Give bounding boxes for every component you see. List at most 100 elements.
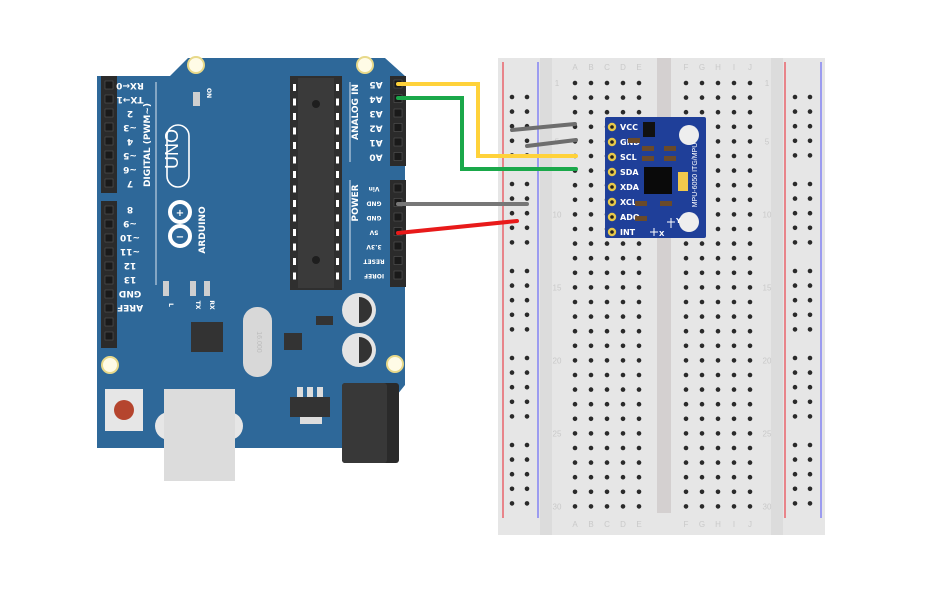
crystal bbox=[243, 307, 272, 377]
column-label-top: I bbox=[733, 63, 735, 72]
transistor bbox=[316, 316, 333, 325]
rail-hole bbox=[509, 486, 515, 492]
header-socket bbox=[393, 152, 403, 161]
breadboard-hole bbox=[604, 489, 610, 495]
breadboard-hole bbox=[604, 270, 610, 276]
chip-pin bbox=[336, 214, 339, 222]
breadboard-hole bbox=[747, 168, 753, 173]
regulator-pin bbox=[317, 387, 323, 397]
breadboard-hole bbox=[683, 299, 689, 305]
rail-hole bbox=[807, 457, 813, 462]
chip-pin bbox=[293, 142, 296, 149]
chip-pin bbox=[336, 185, 339, 193]
breadboard-hole bbox=[731, 168, 737, 173]
column-label-bottom: I bbox=[733, 520, 735, 529]
column-label-top: B bbox=[588, 63, 593, 72]
small-ic bbox=[284, 333, 302, 350]
breadboard-hole bbox=[620, 328, 626, 334]
mpu-mount-hole bbox=[679, 125, 699, 145]
breadboard-hole bbox=[588, 474, 594, 480]
rail-hole bbox=[792, 501, 798, 506]
header-socket bbox=[104, 80, 114, 90]
breadboard-hole bbox=[731, 226, 737, 232]
breadboard-hole bbox=[572, 226, 578, 232]
breadboard-hole bbox=[715, 460, 721, 465]
mpu-axis-x-label: X bbox=[659, 230, 665, 238]
chip-pin bbox=[336, 98, 339, 106]
breadboard-hole bbox=[699, 372, 705, 378]
chip-pin bbox=[293, 214, 296, 222]
breadboard-hole bbox=[731, 285, 737, 290]
status-led bbox=[190, 281, 196, 296]
breadboard-hole bbox=[699, 80, 705, 86]
breadboard-hole bbox=[747, 80, 753, 86]
breadboard-hole bbox=[747, 255, 753, 261]
breadboard-hole bbox=[715, 197, 721, 203]
breadboard-hole bbox=[572, 460, 578, 465]
breadboard-hole bbox=[731, 358, 737, 363]
breadboard-hole bbox=[699, 474, 705, 480]
breadboard-hole bbox=[588, 182, 594, 188]
breadboard-hole bbox=[715, 328, 721, 334]
breadboard-hole bbox=[604, 372, 610, 378]
analog-pin-label-A1: A1 bbox=[369, 137, 382, 147]
rail-hole bbox=[807, 153, 813, 158]
row-number-left: 10 bbox=[553, 210, 562, 219]
breadboard-hole bbox=[699, 314, 705, 319]
breadboard-hole bbox=[588, 80, 594, 86]
mpu-axis-icon bbox=[650, 228, 658, 236]
breadboard-hole bbox=[699, 255, 705, 261]
arduino-logo-loop-top bbox=[168, 200, 192, 224]
breadboard-hole bbox=[715, 95, 721, 100]
gnd-jumper bbox=[525, 138, 578, 148]
column-label-top: J bbox=[748, 63, 752, 72]
rail-hole bbox=[509, 370, 515, 375]
column-label-top: E bbox=[636, 63, 641, 72]
breadboard-hole bbox=[715, 431, 721, 436]
breadboard-hole bbox=[747, 270, 753, 276]
breadboard-hole bbox=[620, 270, 626, 276]
header-socket bbox=[104, 219, 114, 229]
header-socket bbox=[393, 137, 403, 147]
breadboard-hole bbox=[572, 80, 578, 86]
rail-hole bbox=[792, 138, 798, 144]
chip-pin bbox=[293, 84, 296, 91]
arduino-logo-text: ARDUINO bbox=[198, 206, 208, 254]
breadboard-hole bbox=[620, 474, 626, 480]
breadboard-hole bbox=[588, 212, 594, 217]
mounting-hole bbox=[187, 56, 205, 74]
capacitor-stripe bbox=[359, 337, 372, 363]
breadboard-hole bbox=[699, 489, 705, 495]
header-socket bbox=[104, 108, 114, 118]
breadboard-hole bbox=[747, 445, 753, 451]
voltage-regulator bbox=[290, 397, 330, 417]
rail-hole bbox=[807, 181, 813, 187]
breadboard-hole bbox=[620, 504, 626, 509]
rail-hole bbox=[807, 268, 813, 274]
scl-wire bbox=[396, 82, 578, 158]
capacitor-stripe bbox=[359, 297, 372, 323]
breadboard-hole bbox=[683, 460, 689, 465]
breadboard-hole bbox=[572, 299, 578, 305]
breadboard-hole bbox=[636, 445, 642, 451]
breadboard-hole bbox=[683, 358, 689, 363]
breadboard-hole bbox=[715, 255, 721, 261]
rail-hole bbox=[807, 210, 813, 216]
breadboard-hole bbox=[715, 416, 721, 422]
rail-hole bbox=[807, 355, 813, 361]
rail-hole bbox=[509, 138, 515, 144]
breadboard-hole bbox=[636, 504, 642, 509]
column-label-bottom: D bbox=[620, 520, 626, 529]
rail-hole bbox=[509, 414, 515, 419]
breadboard-hole bbox=[731, 95, 737, 100]
status-led bbox=[204, 281, 210, 296]
breadboard-hole bbox=[588, 299, 594, 305]
rail-hole bbox=[807, 442, 813, 448]
breadboard-hole bbox=[588, 168, 594, 173]
breadboard-hole bbox=[731, 328, 737, 334]
breadboard-hole bbox=[683, 285, 689, 290]
breadboard-hole bbox=[683, 431, 689, 436]
usb-interface-chip bbox=[191, 322, 223, 352]
breadboard-hole bbox=[588, 358, 594, 363]
